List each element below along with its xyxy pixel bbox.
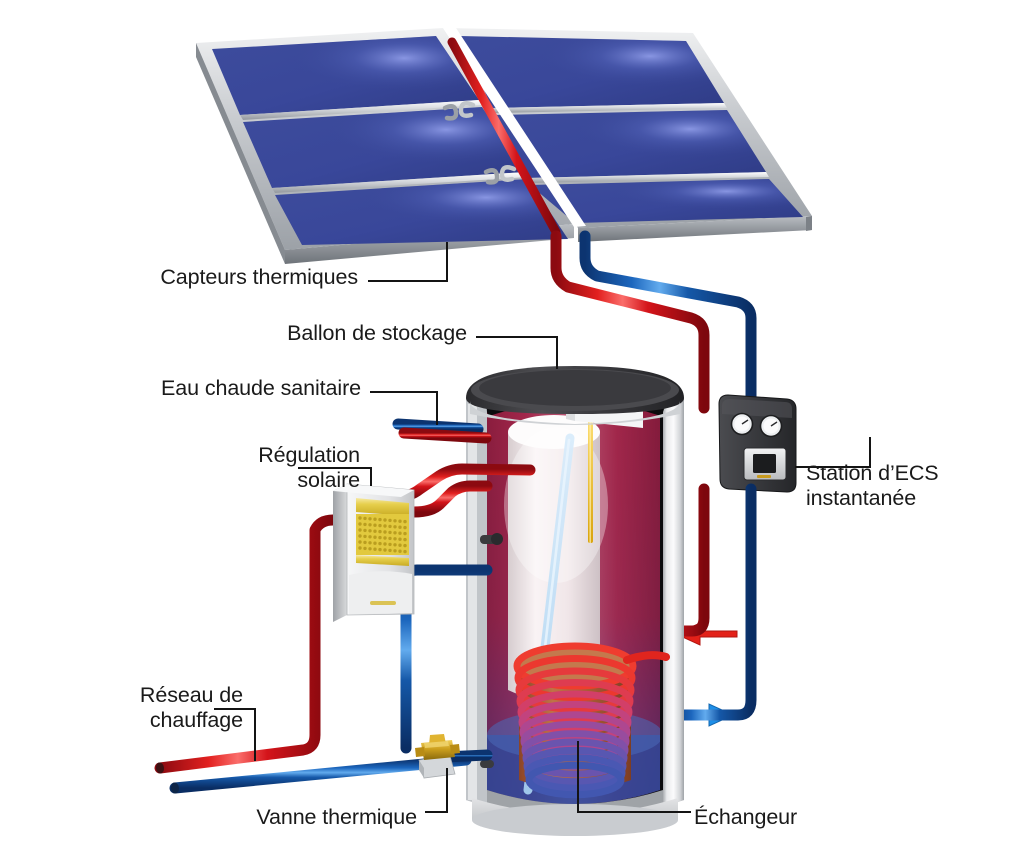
- solar-regulator[interactable]: [333, 483, 415, 622]
- label-eau-chaude-sanitaire: Eau chaude sanitaire: [160, 376, 361, 400]
- label-echangeur: Échangeur: [694, 805, 798, 829]
- label-vanne-thermique: Vanne thermique: [256, 805, 417, 829]
- heat-exchanger[interactable]: [513, 642, 670, 799]
- station-display: [743, 447, 787, 481]
- label-station-ecs-instantanee: Station d’ECS instantanée: [806, 461, 939, 510]
- tank-station-return-pipes: [606, 483, 757, 721]
- collector-array[interactable]: [196, 28, 812, 264]
- label-reseau-de-chauffage: Réseau de chauffage: [139, 683, 243, 732]
- leader-lines: [214, 242, 871, 813]
- tank-top-cap: [466, 366, 684, 425]
- collector-connector-fittings: [442, 100, 517, 185]
- label-capteurs-thermiques: Capteurs thermiques: [160, 265, 358, 289]
- label-ballon-de-stockage: Ballon de stockage: [287, 321, 467, 345]
- collector-panel-group-left: [196, 28, 574, 264]
- collector-manifold-pipes: [406, 33, 590, 237]
- label-regulation-solaire: Régulation solaire: [258, 443, 360, 492]
- ecs-station[interactable]: [718, 394, 797, 493]
- storage-tank[interactable]: [466, 366, 684, 836]
- regulator-grid: [358, 516, 407, 554]
- heating-network-pipe-ends: [155, 762, 180, 794]
- tank-side-fittings: [480, 533, 503, 768]
- collector-panel-group-right: [446, 28, 812, 242]
- station-gauges: [730, 412, 783, 438]
- thermal-valve[interactable]: [415, 734, 460, 779]
- solar-circuit-pipes: [550, 230, 757, 414]
